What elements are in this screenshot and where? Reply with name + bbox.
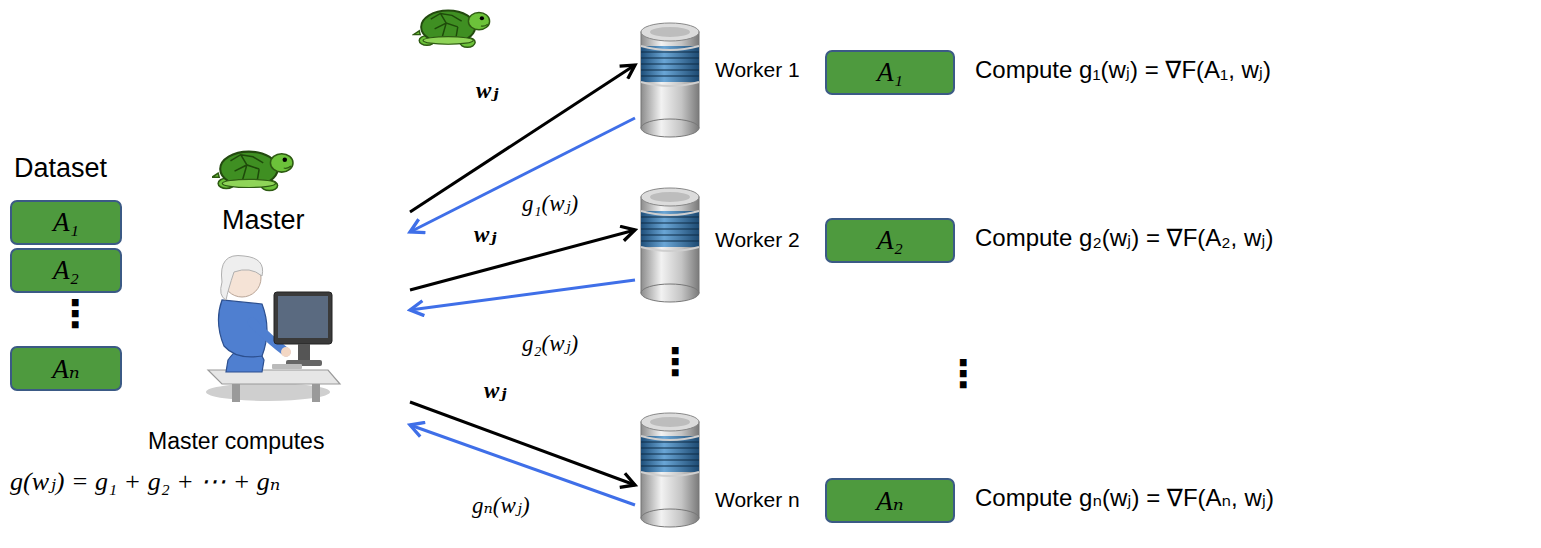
node-label: Master	[222, 205, 305, 236]
block-label: A₂	[53, 255, 79, 286]
worker-node: Worker 1	[635, 20, 805, 140]
data-block: Aₙ	[10, 346, 122, 391]
ellipsis: ⋮	[944, 352, 982, 396]
edge-label: wⱼ	[472, 220, 499, 248]
block-label: A₁	[53, 207, 79, 238]
worker-node: Worker n	[635, 410, 805, 530]
data-block: A₂	[825, 218, 955, 263]
master-node: Master	[200, 135, 410, 425]
master-caption: Master computes	[148, 428, 324, 455]
edge-label: g₂(wⱼ)	[520, 330, 580, 357]
edge-label: g₁(wⱼ)	[520, 190, 580, 217]
dataset-title: Dataset	[14, 153, 107, 184]
compute-text: Compute g₁(wⱼ) = ∇F(A₁, wⱼ)	[975, 56, 1271, 84]
data-block: Aₙ	[825, 478, 955, 523]
data-block: A₁	[825, 50, 955, 95]
edge-label: wⱼ	[474, 76, 501, 104]
aggregate-formula: g(wⱼ) = g₁ + g₂ + ⋯ + gₙ	[10, 466, 280, 497]
message-arrow	[410, 280, 635, 310]
node-label: Worker 2	[715, 228, 800, 252]
message-arrow	[410, 118, 635, 232]
message-arrow	[410, 230, 635, 290]
edge-label: gₙ(wⱼ)	[470, 492, 532, 519]
message-arrow	[410, 402, 635, 485]
block-label: Aₙ	[876, 485, 903, 517]
edge-label: wⱼ	[482, 376, 509, 404]
data-block: A₁	[10, 200, 122, 245]
compute-text: Compute gₙ(wⱼ) = ∇F(Aₙ, wⱼ)	[975, 484, 1274, 512]
ellipsis: ⋮	[656, 340, 694, 384]
node-label: Worker n	[715, 488, 800, 512]
worker-node: Worker 2	[635, 185, 805, 305]
block-label: A₂	[877, 225, 903, 256]
block-label: A₁	[877, 57, 903, 88]
block-label: Aₙ	[52, 353, 79, 385]
data-block: A₂	[10, 248, 122, 293]
ellipsis: ⋮	[56, 292, 94, 336]
compute-text: Compute g₂(wⱼ) = ∇F(A₂, wⱼ)	[975, 224, 1273, 252]
node-label: Worker 1	[715, 58, 800, 82]
